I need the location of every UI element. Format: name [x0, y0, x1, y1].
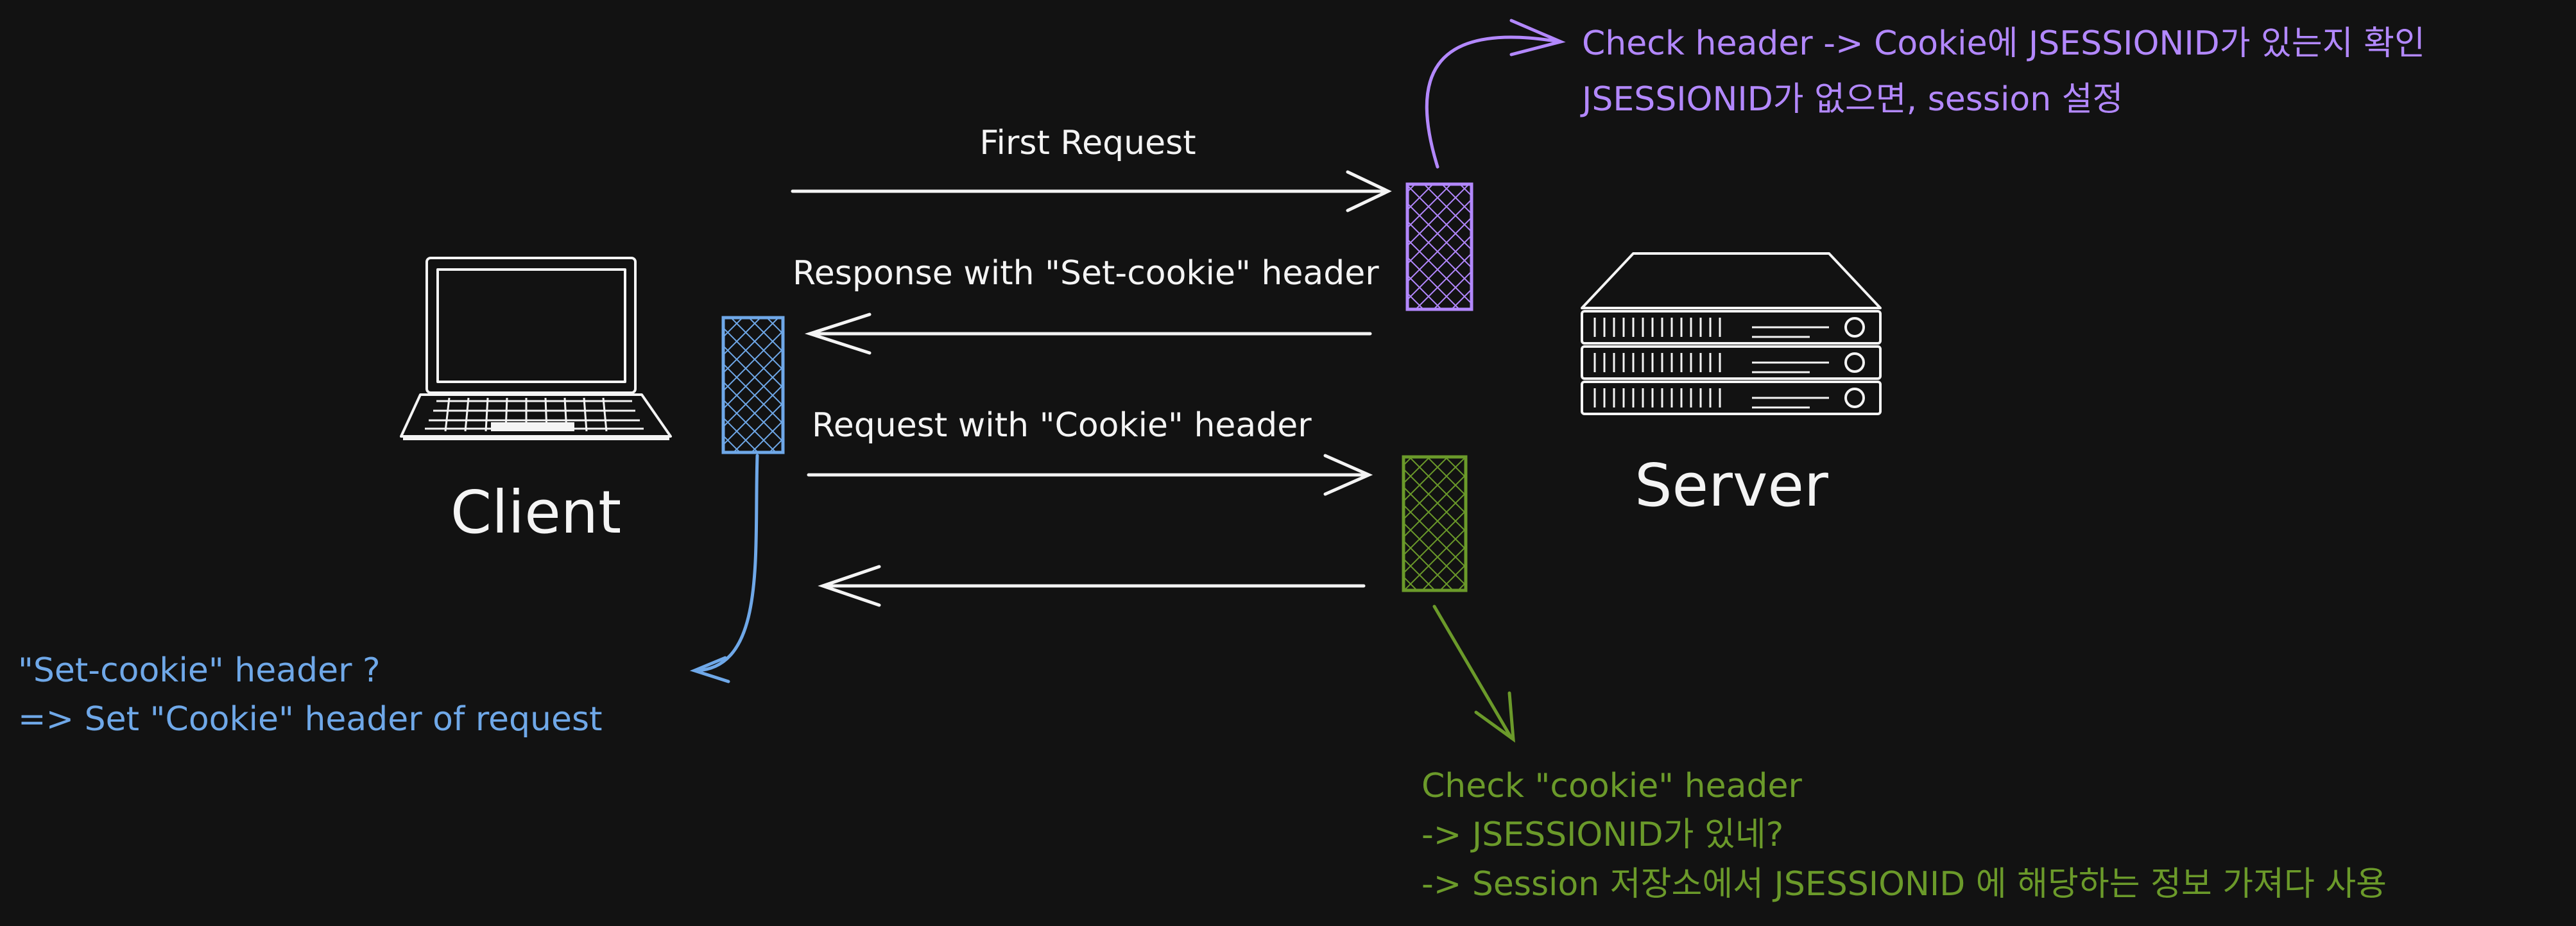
server-rack-icon: [1581, 252, 1882, 415]
server-check-note-line-1: Check header -> Cookie에 JSESSIONID가 있는지 …: [1582, 24, 2425, 63]
laptop-icon: [400, 257, 672, 440]
cookie-request-arrow: [807, 454, 1373, 496]
client-activation-box: [721, 316, 785, 454]
cookie-request-label: Request with "Cookie" header: [812, 406, 1312, 445]
server-cookie-check-connector: [1432, 604, 1515, 743]
set-cookie-response-arrow: [804, 313, 1372, 355]
client-set-connector: [689, 454, 759, 683]
client-set-note: "Set-cookie" header ? => Set "Cookie" he…: [18, 651, 602, 739]
server-label: Server: [1635, 451, 1828, 520]
server-check-note-line-2: JSESSIONID가 없으면, session 설정: [1580, 80, 2123, 119]
client-set-note-line-2: => Set "Cookie" header of request: [18, 700, 602, 739]
second-response-arrow: [818, 565, 1366, 607]
server-cookie-check-note: Check "cookie" header -> JSESSIONID가 있네?…: [1421, 767, 2387, 904]
server-activation-box-second: [1402, 455, 1468, 592]
set-cookie-response-label: Response with "Set-cookie" header: [793, 254, 1379, 293]
server-check-note: Check header -> Cookie에 JSESSIONID가 있는지 …: [1580, 24, 2425, 119]
first-request-label: First Request: [979, 124, 1196, 162]
server-cookie-check-note-line-1: Check "cookie" header: [1421, 767, 1802, 805]
client-label: Client: [451, 478, 621, 547]
server-activation-box-first: [1405, 182, 1473, 311]
client-set-note-line-1: "Set-cookie" header ?: [18, 651, 381, 690]
first-request-arrow: [791, 170, 1392, 212]
server-cookie-check-note-line-3: -> Session 저장소에서 JSESSIONID 에 해당하는 정보 가져…: [1421, 865, 2387, 904]
server-cookie-check-note-line-2: -> JSESSIONID가 있네?: [1421, 816, 1783, 854]
server-check-connector: [1425, 19, 1566, 169]
